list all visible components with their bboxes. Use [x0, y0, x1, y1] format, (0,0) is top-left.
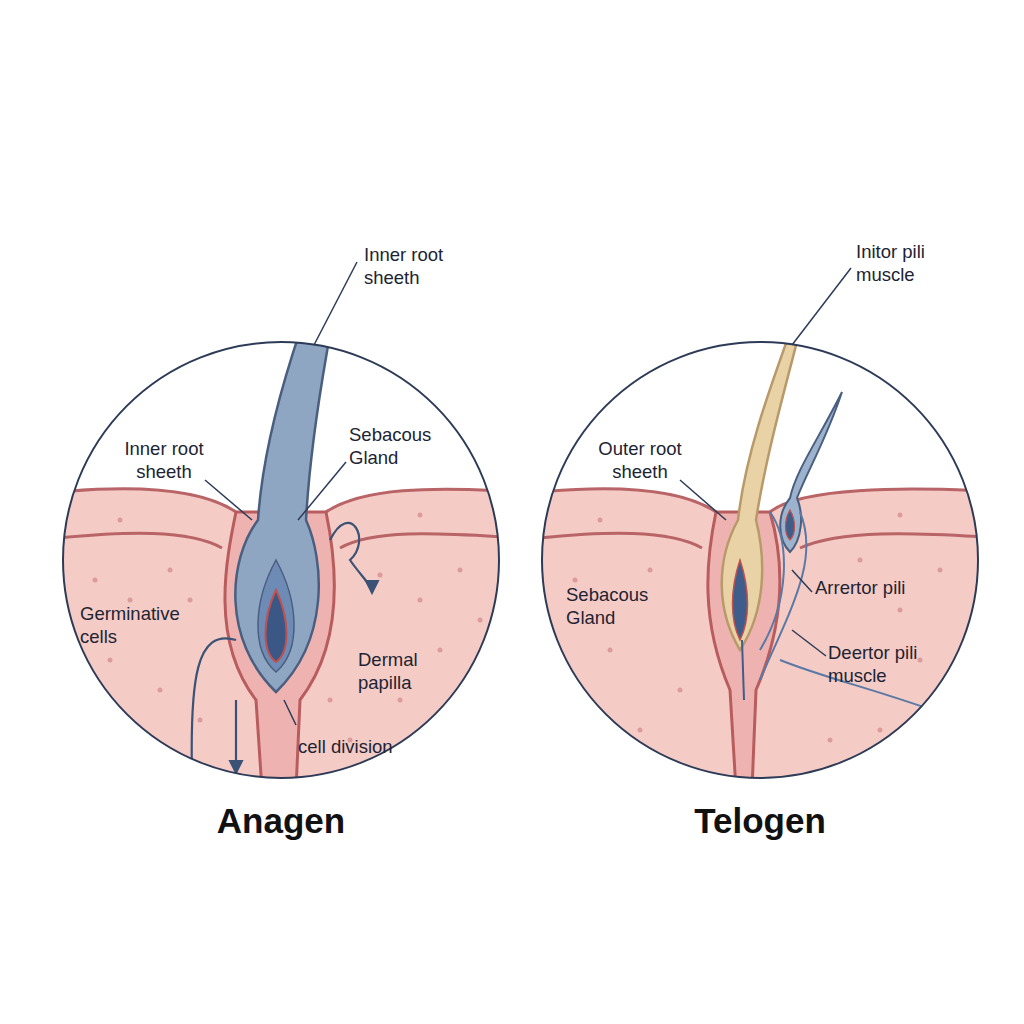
part-label: Arrertor pili [815, 576, 945, 599]
part-label: Sebacous Gland [349, 423, 449, 469]
part-label: Sebacous Gland [566, 583, 656, 629]
part-label: Inner root sheeth [108, 437, 220, 483]
phase-heading: Anagen [24, 801, 538, 841]
leader-lines [205, 262, 357, 725]
part-label: Outer root sheeth [584, 437, 696, 483]
part-label: Inner root sheeth [364, 243, 474, 289]
part-label: Deertor pili muscle [828, 641, 948, 687]
anagen-section [40, 160, 520, 800]
phase-circle: Telogen [541, 341, 979, 779]
phase-heading: Telogen [503, 801, 1017, 841]
part-label: Germinative cells [80, 602, 200, 648]
part-label: Initor pili muscle [856, 240, 966, 286]
telogen-section [520, 240, 1000, 800]
part-label: cell division [298, 735, 428, 758]
phase-circle: Anagen [62, 341, 500, 779]
part-label: Dermal papilla [358, 648, 453, 694]
